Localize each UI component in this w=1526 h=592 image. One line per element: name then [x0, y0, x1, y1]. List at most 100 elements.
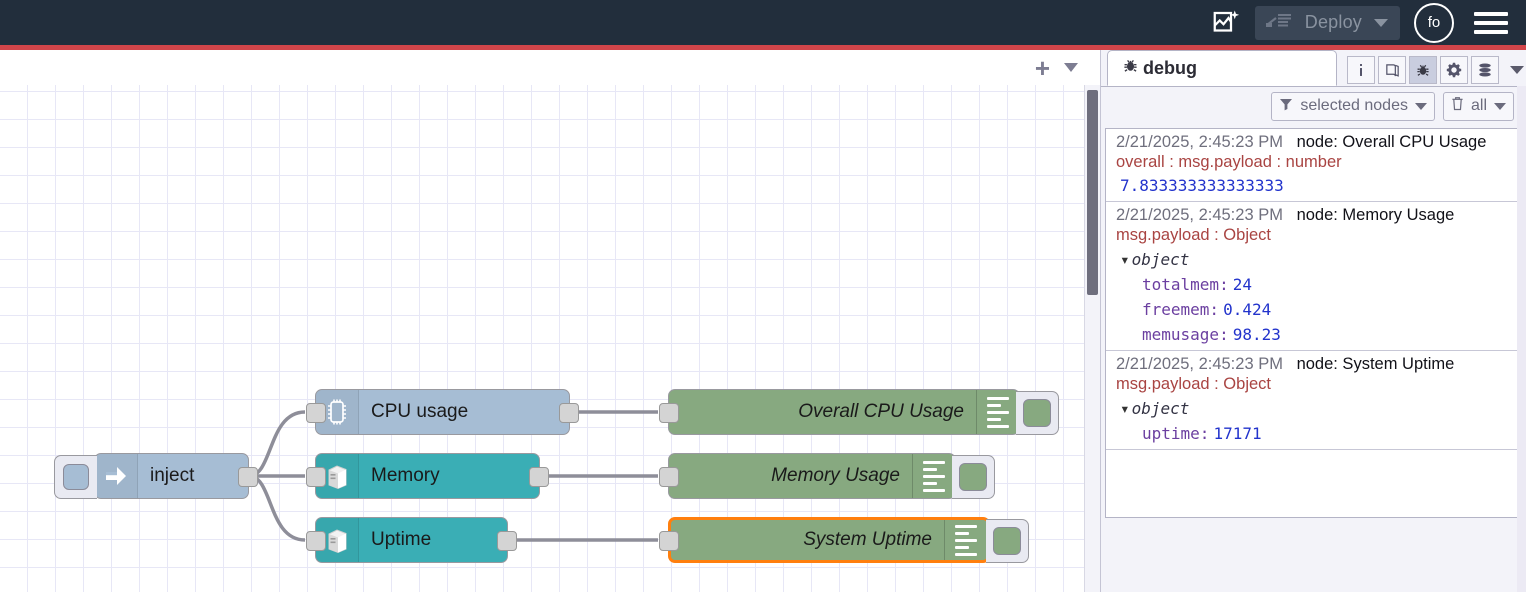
- property-value: 17171: [1213, 424, 1262, 443]
- help-book-icon[interactable]: [1378, 56, 1406, 84]
- sidebar-tab-row: debug: [1101, 50, 1526, 87]
- debug-object-label: object: [1131, 399, 1190, 418]
- debug-topic: msg.payload : Object: [1116, 375, 1271, 393]
- inject-trigger-button[interactable]: [54, 455, 97, 499]
- trash-icon: [1451, 96, 1464, 116]
- flow-wires: [248, 410, 658, 542]
- caret-down-icon: ▾: [1120, 399, 1130, 418]
- node-uptime[interactable]: Uptime: [306, 517, 517, 563]
- node-output-port[interactable]: [529, 467, 549, 487]
- property-key: totalmem:: [1142, 275, 1229, 294]
- funnel-icon: [1279, 97, 1293, 116]
- debug-enable-square-icon: [1023, 399, 1051, 427]
- filter-selected-nodes-button[interactable]: selected nodes: [1271, 91, 1435, 121]
- node-debug-overall-cpu-usage[interactable]: Overall CPU Usage: [659, 389, 1059, 435]
- debug-source-node: node: System Uptime: [1296, 355, 1455, 373]
- property-key: memusage:: [1142, 325, 1229, 344]
- inject-trigger-square-icon: [63, 464, 89, 490]
- deploy-icon: [1265, 10, 1295, 35]
- debug-bug-icon[interactable]: [1409, 56, 1437, 84]
- chevron-down-icon[interactable]: [1494, 102, 1506, 110]
- canvas-scrollbar-thumb[interactable]: [1087, 90, 1098, 295]
- bug-icon: [1122, 57, 1139, 79]
- node-input-port[interactable]: [306, 531, 326, 551]
- property-value: 24: [1232, 275, 1252, 294]
- avatar-initials: fo: [1427, 14, 1441, 31]
- chevron-down-icon[interactable]: [1414, 102, 1427, 110]
- debug-lines-icon: [976, 390, 1019, 434]
- debug-enable-button[interactable]: [952, 455, 995, 499]
- debug-message-header: 2/21/2025, 2:45:23 PM node: Overall CPU …: [1116, 133, 1513, 152]
- node-memory[interactable]: Memory: [306, 453, 549, 499]
- flow-canvas[interactable]: inject CPU us: [0, 85, 1085, 592]
- clear-label: all: [1470, 97, 1487, 114]
- node-cpu-usage[interactable]: CPU usage: [306, 389, 579, 435]
- deploy-button[interactable]: Deploy: [1254, 5, 1400, 40]
- add-flow-button[interactable]: +: [1034, 52, 1050, 83]
- app-header: Deploy fo: [0, 0, 1526, 45]
- debug-enable-button[interactable]: [1016, 391, 1059, 435]
- node-input-port[interactable]: [659, 403, 679, 423]
- debug-object-toggle[interactable]: ▾object: [1116, 250, 1513, 269]
- info-icon[interactable]: [1347, 56, 1375, 84]
- node-output-port[interactable]: [497, 531, 517, 551]
- debug-value: 7.833333333333333: [1120, 176, 1284, 195]
- debug-timestamp: 2/21/2025, 2:45:23 PM: [1116, 206, 1283, 224]
- debug-message-list[interactable]: 2/21/2025, 2:45:23 PM node: Overall CPU …: [1105, 128, 1522, 518]
- node-input-port[interactable]: [659, 467, 679, 487]
- node-inject[interactable]: inject: [54, 453, 258, 499]
- node-input-port[interactable]: [306, 403, 326, 423]
- debug-object-toggle[interactable]: ▾object: [1116, 399, 1513, 418]
- node-output-port[interactable]: [238, 467, 258, 487]
- debug-object-label: object: [1131, 250, 1190, 269]
- debug-timestamp: 2/21/2025, 2:45:23 PM: [1116, 355, 1283, 373]
- property-value: 98.23: [1232, 325, 1281, 344]
- server-box-icon: [316, 454, 359, 498]
- config-gear-icon[interactable]: [1440, 56, 1468, 84]
- right-sidebar: debug: [1101, 50, 1526, 592]
- debug-enable-button[interactable]: [986, 519, 1029, 563]
- debug-timestamp: 2/21/2025, 2:45:23 PM: [1116, 133, 1283, 151]
- chevron-down-icon[interactable]: [1374, 18, 1388, 27]
- canvas-vertical-scrollbar[interactable]: [1084, 85, 1100, 592]
- debug-topic: overall : msg.payload : number: [1116, 153, 1342, 171]
- node-input-port[interactable]: [659, 531, 679, 551]
- sidebar-more-chevron-down-icon[interactable]: [1510, 66, 1524, 74]
- debug-source-node: node: Memory Usage: [1296, 206, 1455, 224]
- context-data-icon[interactable]: [1471, 56, 1499, 84]
- node-label: Uptime: [371, 529, 432, 550]
- node-output-port[interactable]: [559, 403, 579, 423]
- debug-enable-square-icon: [993, 527, 1021, 555]
- node-label: inject: [150, 465, 195, 486]
- property-key: freemem:: [1142, 300, 1220, 319]
- node-debug-memory-usage[interactable]: Memory Usage: [659, 453, 995, 499]
- debug-message[interactable]: 2/21/2025, 2:45:23 PM node: Overall CPU …: [1106, 129, 1521, 202]
- node-label: Overall CPU Usage: [798, 401, 964, 422]
- caret-down-icon: ▾: [1120, 250, 1130, 269]
- node-debug-system-uptime[interactable]: System Uptime: [659, 517, 1029, 563]
- debug-lines-icon: [912, 454, 955, 498]
- debug-filter-bar: selected nodes all: [1101, 86, 1526, 126]
- debug-object-property: totalmem:24: [1116, 275, 1513, 294]
- inject-arrow-icon: [95, 454, 138, 498]
- sidebar-vertical-scrollbar[interactable]: [1517, 86, 1526, 592]
- debug-message[interactable]: 2/21/2025, 2:45:23 PM node: Memory Usage…: [1106, 202, 1521, 351]
- tab-debug[interactable]: debug: [1107, 50, 1337, 86]
- tab-debug-label: debug: [1143, 57, 1197, 78]
- debug-enable-square-icon: [959, 463, 987, 491]
- debug-source-node: node: Overall CPU Usage: [1296, 133, 1487, 151]
- node-input-port[interactable]: [306, 467, 326, 487]
- flow-tab-bar: +: [0, 50, 1100, 86]
- header-accent-stripe: [0, 45, 1526, 50]
- clear-all-button[interactable]: all: [1442, 91, 1514, 121]
- flow-assistant-icon[interactable]: [1203, 0, 1249, 45]
- debug-topic: msg.payload : Object: [1116, 226, 1271, 244]
- node-label: CPU usage: [371, 401, 469, 422]
- main-menu-icon[interactable]: [1474, 7, 1508, 39]
- user-avatar[interactable]: fo: [1414, 2, 1454, 43]
- node-label: Memory Usage: [771, 465, 900, 486]
- debug-message[interactable]: 2/21/2025, 2:45:23 PM node: System Uptim…: [1106, 351, 1521, 450]
- debug-object-property: uptime:17171: [1116, 424, 1513, 443]
- filter-label: selected nodes: [1300, 97, 1408, 114]
- flow-list-chevron-down-icon[interactable]: [1064, 63, 1078, 72]
